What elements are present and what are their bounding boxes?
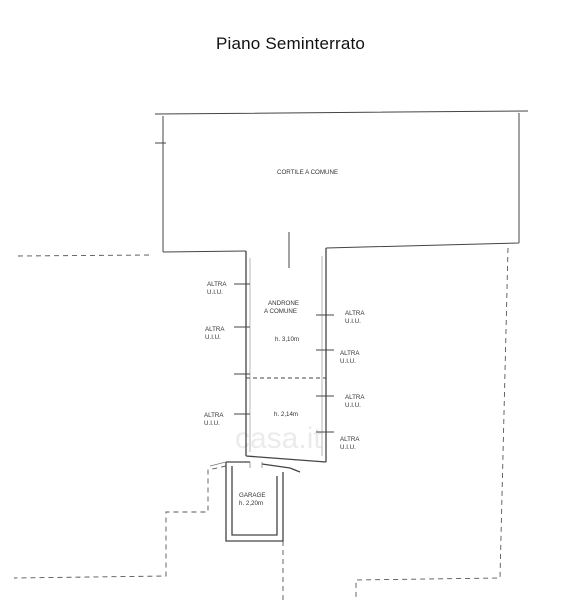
other-unit-label-line1: ALTRA — [345, 394, 365, 401]
androne-inner-lines — [249, 256, 323, 456]
wall-ticks-right — [316, 314, 334, 433]
other-unit-label-line2: U.I.U. — [207, 289, 223, 296]
other-unit-label-line1: ALTRA — [340, 350, 360, 357]
garage-walls — [225, 461, 301, 542]
boundary-top-left — [17, 254, 151, 257]
garage-door-gap — [209, 461, 263, 468]
androne-label-line1: ANDRONE — [268, 300, 299, 307]
other-unit-label-line2: U.I.U. — [345, 318, 361, 325]
courtyard-label: CORTILE A COMUNE — [277, 169, 338, 176]
other-unit-label-line1: ALTRA — [205, 326, 225, 333]
other-unit-label-line1: ALTRA — [204, 412, 224, 419]
boundary-left-steps — [13, 465, 227, 579]
other-unit-label-line2: U.I.U. — [204, 420, 220, 427]
androne-height-label: h. 3,10m — [275, 336, 299, 343]
wall-ticks-left — [234, 283, 250, 415]
other-unit-label-line1: ALTRA — [340, 436, 360, 443]
plan-title: Piano Seminterrato — [215, 34, 366, 53]
other-unit-label-line1: ALTRA — [207, 281, 227, 288]
garage-height-label: h. 2,20m — [239, 500, 263, 507]
other-unit-label-line2: U.I.U. — [205, 334, 221, 341]
watermark-logo: casa.it — [235, 422, 322, 455]
other-unit-label-line2: U.I.U. — [340, 444, 356, 451]
courtyard-outline — [154, 110, 529, 253]
lower-height-label: h. 2,14m — [274, 411, 298, 418]
androne-label-line2: A COMUNE — [264, 308, 297, 315]
other-unit-label-line1: ALTRA — [345, 310, 365, 317]
garage-label: GARAGE — [239, 492, 265, 499]
other-unit-label-line2: U.I.U. — [340, 358, 356, 365]
boundary-right — [355, 247, 509, 600]
other-unit-label-line2: U.I.U. — [345, 402, 361, 409]
androne-walls — [245, 248, 327, 463]
